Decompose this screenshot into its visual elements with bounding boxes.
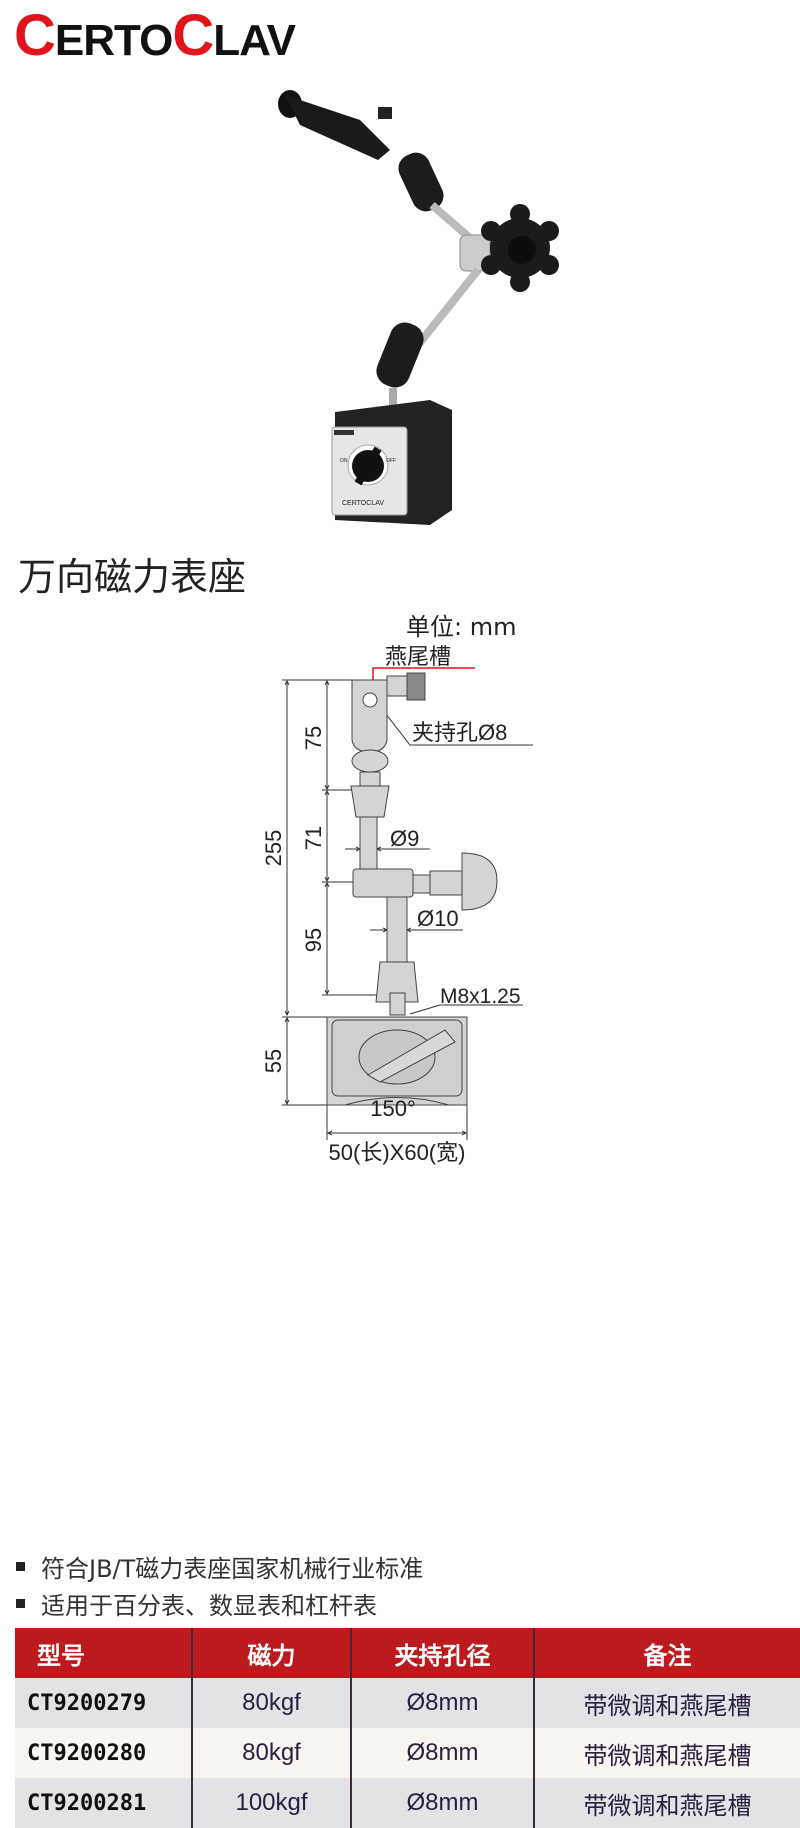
switch-on-label: ON	[340, 458, 348, 464]
dia-lower-label: Ø10	[417, 906, 459, 931]
header-force: 磁力	[192, 1628, 352, 1678]
upper-grip	[398, 152, 444, 212]
clamp-head	[278, 90, 392, 160]
cell-hole: Ø8mm	[351, 1778, 535, 1828]
ball-joint	[351, 749, 389, 773]
magnetic-base: CERTOCLAV ON OFF	[331, 400, 452, 525]
dim-base-label: 55	[261, 1049, 286, 1073]
feature-item: 符合JB/T磁力表座国家机械行业标准	[16, 1548, 423, 1585]
base-logo: CERTOCLAV	[342, 500, 384, 507]
dovetail-leader	[372, 667, 475, 680]
cell-force: 100kgf	[192, 1778, 352, 1828]
logo-part: LAV	[213, 16, 296, 65]
cell-force: 80kgf	[192, 1678, 352, 1728]
cell-model: CT9200279	[15, 1678, 193, 1728]
rod-10	[386, 896, 408, 964]
cell-note: 带微调和燕尾槽	[534, 1778, 800, 1828]
cross-block	[352, 868, 414, 898]
stud	[389, 388, 397, 412]
rod-9	[359, 816, 378, 871]
product-title: 万向磁力表座	[18, 555, 247, 599]
lower-cone	[375, 961, 419, 1003]
logo-letter: C	[14, 3, 56, 68]
table-row: CT9200281 100kgf Ø8mm 带微调和燕尾槽	[15, 1778, 800, 1828]
thread-stud	[389, 992, 406, 1016]
cell-hole: Ø8mm	[351, 1678, 535, 1728]
feature-text: 适用于百分表、数显表和杠杆表	[41, 1592, 377, 1620]
upper-cone	[350, 785, 390, 818]
unit-label: 单位: mm	[406, 613, 517, 641]
cell-model: CT9200280	[15, 1728, 193, 1778]
bullet-icon	[16, 1562, 25, 1571]
cell-force: 80kgf	[192, 1728, 352, 1778]
table-row: CT9200280 80kgf Ø8mm 带微调和燕尾槽	[15, 1728, 800, 1778]
feature-text: 符合JB/T磁力表座国家机械行业标准	[41, 1555, 424, 1583]
dovetail-label: 燕尾槽	[385, 644, 451, 669]
switch-off-label: OFF	[386, 458, 396, 464]
bullet-icon	[16, 1599, 25, 1608]
cell-note: 带微调和燕尾槽	[534, 1728, 800, 1778]
dim-upper-label: 75	[301, 726, 326, 750]
dim-lower-label: 95	[301, 928, 326, 952]
brand-logo: CERTOCLAV	[14, 7, 296, 69]
dim-middle-label: 71	[301, 826, 326, 850]
header-hole: 夹持孔径	[351, 1628, 535, 1678]
thread-label: M8x1.25	[440, 985, 521, 1008]
star-knob	[481, 204, 559, 292]
cell-model: CT9200281	[15, 1778, 193, 1828]
table-header: 型号 磁力 夹持孔径 备注	[15, 1628, 800, 1678]
table-row: CT9200279 80kgf Ø8mm 带微调和燕尾槽	[15, 1678, 800, 1728]
logo-part: ERTO	[54, 16, 173, 65]
dim-total-label: 255	[261, 830, 286, 867]
base-size-label: 50(长)X60(宽)	[329, 1140, 466, 1165]
clamp-hole-label: 夹持孔Ø8	[412, 720, 507, 745]
cell-hole: Ø8mm	[351, 1728, 535, 1778]
lower-rod	[414, 267, 482, 348]
spec-table: 型号 磁力 夹持孔径 备注 CT9200279 80kgf Ø8mm 带微调和燕…	[15, 1628, 800, 1828]
header-note: 备注	[534, 1628, 800, 1678]
technical-drawing: 燕尾槽 夹持孔Ø8 75 71 95 255 55 Ø9 Ø10 M8x1.25…	[261, 644, 533, 1165]
clamp-body	[351, 679, 388, 753]
feature-list: 符合JB/T磁力表座国家机械行业标准 适用于百分表、数显表和杠杆表	[16, 1548, 423, 1622]
product-photo: CERTOCLAV ON OFF	[278, 90, 559, 525]
lock-knob	[461, 852, 498, 911]
dia-upper-label: Ø9	[390, 826, 419, 851]
header-model: 型号	[15, 1628, 193, 1678]
knurled-knob	[406, 672, 426, 701]
cell-note: 带微调和燕尾槽	[534, 1678, 800, 1728]
lower-grip	[376, 322, 424, 388]
angle-label: 150°	[370, 1096, 416, 1121]
feature-item: 适用于百分表、数显表和杠杆表	[16, 1585, 423, 1622]
logo-letter: C	[172, 3, 214, 68]
